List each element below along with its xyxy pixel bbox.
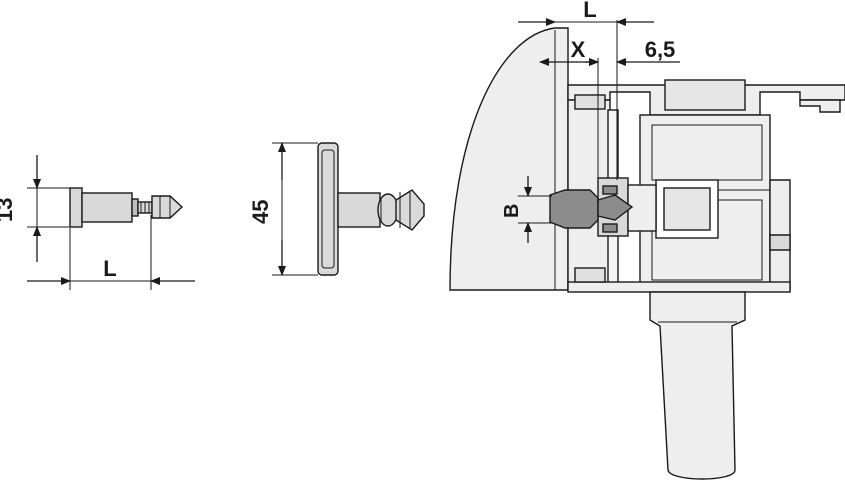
label-X: X bbox=[571, 37, 586, 62]
label-13: 13 bbox=[0, 198, 17, 222]
dimension-6-5: 6,5 bbox=[585, 37, 680, 66]
label-L-section: L bbox=[583, 0, 596, 22]
label-45: 45 bbox=[248, 200, 273, 224]
dimension-13: 13 bbox=[0, 155, 41, 262]
dimension-B: B bbox=[501, 176, 552, 243]
dimension-45: 45 bbox=[248, 142, 318, 276]
side-view-pin bbox=[27, 187, 184, 290]
label-6-5: 6,5 bbox=[645, 37, 676, 62]
section-view bbox=[449, 20, 845, 480]
label-B: B bbox=[501, 204, 523, 218]
dimension-L-left: L bbox=[27, 256, 195, 285]
front-view-pin bbox=[317, 142, 425, 276]
label-L-left: L bbox=[103, 256, 116, 281]
dimension-L-section: L bbox=[518, 0, 654, 26]
